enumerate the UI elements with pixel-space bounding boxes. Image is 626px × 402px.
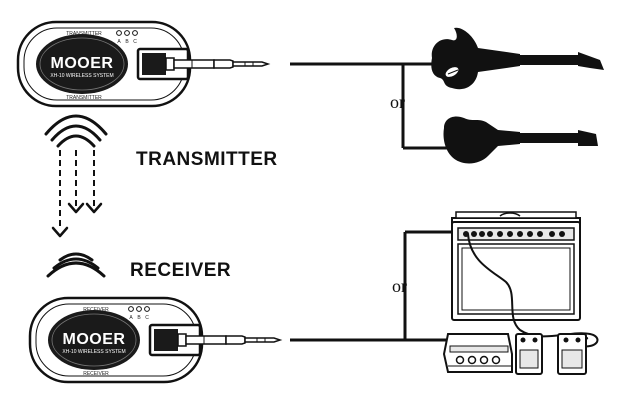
signal-arrows — [59, 150, 95, 230]
or-label-top: or — [390, 92, 405, 112]
arrowheads — [51, 202, 103, 238]
guitar-amplifier-icon — [451, 211, 581, 321]
transmitter-brand: MOOER — [51, 55, 114, 72]
transmitter-indicator-leds: A B C — [116, 30, 138, 45]
receiver-model: XH-10 WIRELESS SYSTEM — [62, 349, 125, 355]
receiver-brand: MOOER — [63, 331, 126, 348]
transmitter-model: XH-10 WIRELESS SYSTEM — [50, 73, 113, 79]
compact-pedal-alt-icon — [557, 333, 587, 375]
compact-pedal-icon — [515, 333, 543, 375]
transmitter-bottom-text: TRANSMITTER — [66, 95, 102, 101]
svg-text:C: C — [133, 39, 137, 45]
receiver-indicator-leds: A B C — [128, 306, 150, 321]
receiver-top-text: RECEIVER — [83, 307, 109, 313]
output-cable-lines — [290, 230, 456, 342]
receive-wave-icon — [46, 252, 106, 278]
effects-pedal-icon — [442, 333, 513, 373]
svg-text:A: A — [117, 39, 121, 45]
receiver-label: RECEIVER — [130, 260, 231, 281]
or-label-bottom: or — [392, 276, 407, 296]
receiver-jack — [148, 323, 283, 357]
electric-guitar-alt-icon — [443, 116, 598, 164]
transmitter-top-text: TRANSMITTER — [66, 31, 102, 37]
transmitter-label: TRANSMITTER — [136, 149, 278, 170]
guitar-cable-lines — [290, 62, 455, 150]
transmit-wave-icon — [44, 114, 108, 148]
receiver-face — [48, 310, 140, 370]
receiver-device: MOOER XH-10 WIRELESS SYSTEM RECEIVER REC… — [28, 296, 283, 384]
svg-text:C: C — [145, 315, 149, 321]
receiver-bottom-text: RECEIVER — [83, 371, 109, 377]
electric-guitar-icon — [431, 27, 604, 90]
svg-text:A: A — [129, 315, 133, 321]
svg-text:B: B — [125, 39, 129, 45]
transmitter-device: MOOER XH-10 WIRELESS SYSTEM TRANSMITTER … — [16, 20, 271, 108]
transmitter-face — [36, 34, 128, 94]
amp-patch-cable — [467, 233, 599, 348]
svg-text:B: B — [137, 315, 141, 321]
transmitter-jack — [136, 47, 271, 81]
